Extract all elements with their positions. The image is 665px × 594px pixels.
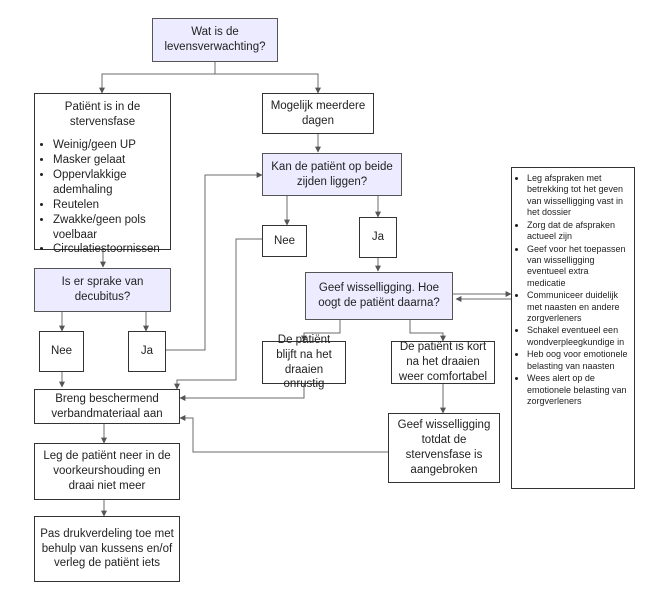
restless-box: De patiënt blijft na het draaien onrusti… <box>262 334 346 390</box>
advice-item: Zorg dat de afspraken actueel zijn <box>527 220 629 243</box>
pressure-distribution-text: Pas drukverdeling toe met behulp van kus… <box>40 527 174 570</box>
advice-item: Heb oog voor emotionele belasting van na… <box>527 349 629 372</box>
symptom-item: Weinig/geen UP <box>53 138 164 153</box>
preferred-position-text: Leg de patiënt neer in de voorkeurshoudi… <box>43 450 171 492</box>
reposition-until-box: Geef wisselligging totdat de stervensfas… <box>388 413 500 483</box>
reposition-question-text: Geef wisselligging. Hoe oogt de patiënt … <box>318 282 440 309</box>
advice-item: Leg afspraken met betrekking tot het gev… <box>527 173 629 219</box>
life-expectancy-question: Wat is de levensverwachting? <box>152 18 278 62</box>
answer-ja-sides-text: Ja <box>371 231 385 244</box>
dying-phase-box: Patiënt is in de stervensfase Weinig/gee… <box>34 93 171 255</box>
reposition-until-text: Geef wisselligging totdat de stervensfas… <box>397 419 491 476</box>
reposition-question: Geef wisselligging. Hoe oogt de patiënt … <box>305 272 453 320</box>
symptom-item: Zwakke/geen pols voelbaar <box>53 213 164 243</box>
edge-reposition-to-comfortable <box>409 320 446 342</box>
pressure-distribution-box: Pas drukverdeling toe met behulp van kus… <box>34 516 180 582</box>
several-days-box: Mogelijk meerdere dagen <box>262 93 374 134</box>
dying-phase-title: Patiënt is in de stervensfase <box>64 101 141 128</box>
restless-text: De patiënt blijft na het draaien onrusti… <box>276 333 332 391</box>
edge-question-to-dying <box>99 62 216 94</box>
answer-nee-decubitus-text: Nee <box>50 345 73 358</box>
symptom-item: Masker gelaat <box>53 153 164 168</box>
answer-nee-decubitus: Nee <box>39 331 84 372</box>
symptom-item: Oppervlakkige ademhaling <box>53 168 164 198</box>
decubitus-question-text: Is er sprake van decubitus? <box>61 276 144 303</box>
comfortable-text: De patiënt is kort na het draaien weer c… <box>398 341 488 383</box>
advice-box: Leg afspraken met betrekking tot het gev… <box>511 167 635 489</box>
protective-dressing-box: Breng beschermend verbandmateriaal aan <box>34 389 180 424</box>
edge-until-to-dressing <box>179 415 388 453</box>
edge-nee-to-dressing-2 <box>174 238 262 390</box>
symptom-item: Reutelen <box>53 198 164 213</box>
symptom-item: Circulatiestoornissen <box>53 242 164 257</box>
answer-ja-decubitus: Ja <box>128 331 166 372</box>
advice-item: Schakel eventueel een wondverpleegkundig… <box>527 325 629 348</box>
protective-dressing-text: Breng beschermend verbandmateriaal aan <box>51 392 163 420</box>
advice-item: Geef voor het toepassen van wisselliggin… <box>527 244 629 290</box>
life-expectancy-question-text: Wat is de levensverwachting? <box>164 26 266 53</box>
answer-nee-sides: Nee <box>262 225 307 257</box>
answer-ja-sides: Ja <box>359 217 397 258</box>
edge-question-to-days <box>214 62 321 94</box>
several-days-text: Mogelijk meerdere dagen <box>270 99 366 127</box>
answer-nee-sides-text: Nee <box>273 234 296 247</box>
advice-item: Wees alert op de emotionele belasting va… <box>527 373 629 407</box>
edge-ja-to-sides <box>166 172 263 351</box>
both-sides-question: Kan de patiënt op beide zijden liggen? <box>262 153 402 196</box>
answer-ja-decubitus-text: Ja <box>140 345 154 358</box>
edge-restless-to-dressing <box>179 384 305 401</box>
decubitus-question: Is er sprake van decubitus? <box>34 268 171 312</box>
edge-reposition-to-restless <box>301 320 341 342</box>
comfortable-box: De patiënt is kort na het draaien weer c… <box>391 341 495 384</box>
both-sides-question-text: Kan de patiënt op beide zijden liggen? <box>271 160 393 188</box>
dying-phase-symptom-list: Weinig/geen UP Masker gelaat Oppervlakki… <box>41 138 164 258</box>
preferred-position-box: Leg de patiënt neer in de voorkeurshoudi… <box>34 443 180 500</box>
advice-item: Communiceer duidelijk met naasten en and… <box>527 290 629 324</box>
advice-list: Leg afspraken met betrekking tot het gev… <box>518 173 629 407</box>
